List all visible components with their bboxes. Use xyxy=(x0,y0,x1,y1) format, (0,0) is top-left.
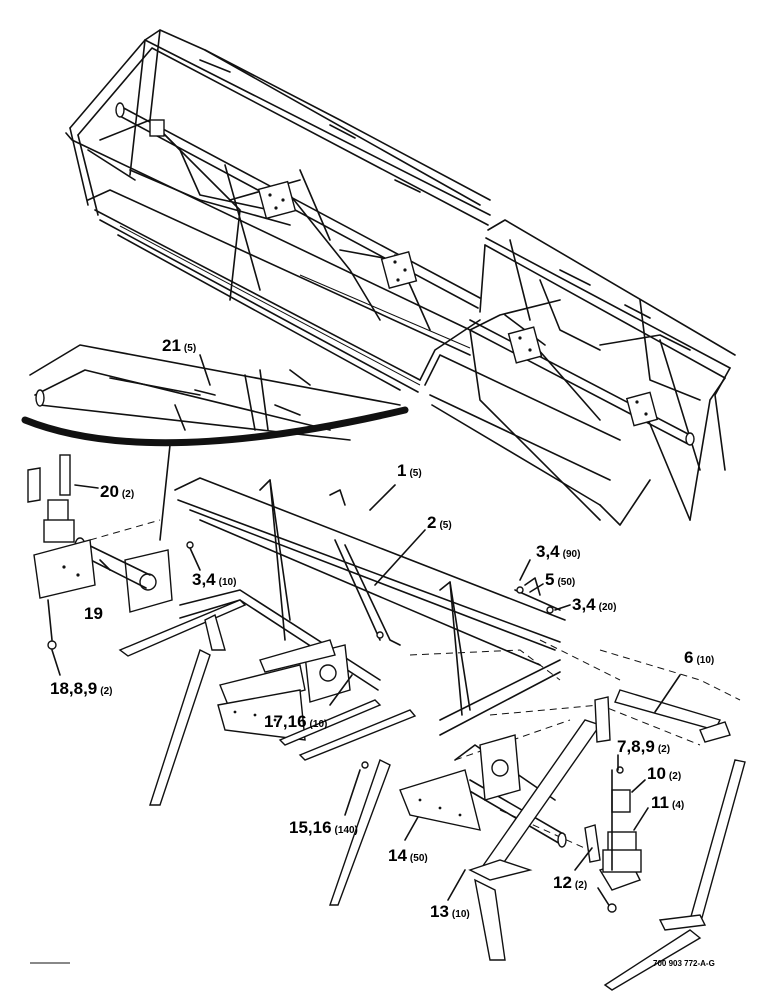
callout-3-4-10: 3,4(10) xyxy=(192,570,236,589)
callout-3-4-90: 3,4(90) xyxy=(536,542,580,561)
exploded-assembly xyxy=(27,454,746,991)
detail-magnifier xyxy=(21,344,409,541)
callouts: 21(5) 20(2) 1(5) 2(5) 3,4(90) 5(50) 3,4(… xyxy=(50,336,714,921)
callout-21: 21(5) xyxy=(162,336,196,355)
callout-11: 11(4) xyxy=(651,793,684,812)
callout-5: 5(50) xyxy=(545,570,575,589)
callout-17-16: 17,16(10) xyxy=(264,712,327,731)
callout-1: 1(5) xyxy=(397,461,422,480)
callout-18-8-9: 18,8,9(2) xyxy=(50,679,113,698)
callout-3-4-20: 3,4(20) xyxy=(572,595,616,614)
callout-14: 14(50) xyxy=(388,846,428,865)
callout-13: 13(10) xyxy=(430,902,470,921)
upper-truss-right xyxy=(419,219,736,526)
callout-19: 19 xyxy=(84,604,103,623)
callout-6: 6(10) xyxy=(684,648,714,667)
callout-10: 10(2) xyxy=(647,764,681,783)
callout-15-16: 15,16(140) xyxy=(289,818,358,837)
leader-lines xyxy=(51,354,681,901)
callout-20: 20(2) xyxy=(100,482,134,501)
callout-12: 12(2) xyxy=(553,873,587,892)
callout-2: 2(5) xyxy=(427,513,452,532)
callout-7-8-9: 7,8,9(2) xyxy=(617,737,670,756)
upper-truss-left xyxy=(65,29,491,393)
drawing-number: 700 903 772-A-G xyxy=(653,959,715,968)
